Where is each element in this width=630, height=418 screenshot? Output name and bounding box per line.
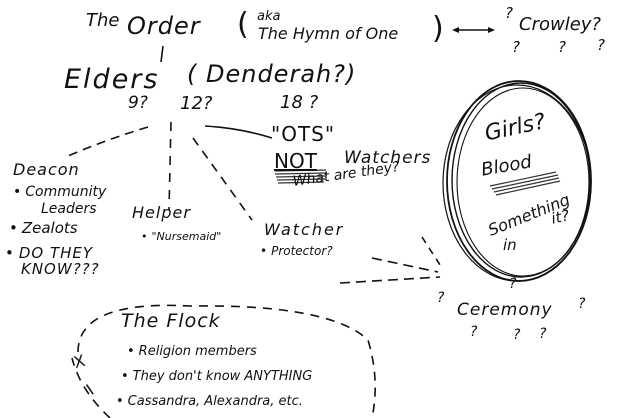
order-elders-line <box>160 45 164 63</box>
elders-deacon-line <box>67 126 149 157</box>
elders-title: Elders <box>64 64 160 95</box>
deacon-item-leaders: Leaders <box>41 201 97 217</box>
ceremony-q-left: ? <box>437 290 445 306</box>
flock-item-religion: Religion members <box>127 345 257 358</box>
elders-count-12: 12? <box>180 93 213 114</box>
order-title: Order <box>127 12 201 40</box>
not-underline <box>274 169 327 184</box>
elders-ots-line <box>204 125 273 139</box>
aka-open-paren: ( <box>237 7 249 42</box>
ots-watchers: Watchers <box>344 148 432 168</box>
aka-close-paren: ) <box>432 11 444 46</box>
flock-item-names: Cassandra, Alexandra, etc. <box>116 395 303 408</box>
order-the-label: The <box>86 10 120 31</box>
watcher-title: Watcher <box>264 220 345 239</box>
circle-outline <box>442 80 592 282</box>
deacon-title: Deacon <box>13 160 80 179</box>
ceremony-q-top: ? <box>509 276 517 292</box>
ceremony-bottom-line <box>339 276 441 284</box>
crowley-q-1: ? <box>512 38 520 56</box>
crowley-q-top: ? <box>505 4 513 22</box>
circle-in: in <box>503 236 517 254</box>
crowley-label: Crowley? <box>519 14 601 35</box>
elders-helper-line <box>168 121 172 211</box>
deacon-item-zealots: Zealots <box>9 221 78 236</box>
elders-watcher-line <box>192 137 253 221</box>
aka-label: aka <box>257 9 281 24</box>
aka-name: The Hymn of One <box>258 24 399 43</box>
crowley-q-3: ? <box>597 36 605 54</box>
ots-label: "OTS" <box>271 122 336 146</box>
ots-not: NOT <box>274 149 317 173</box>
double-arrow-icon <box>452 27 495 33</box>
elders-alias: ( Denderah?) <box>187 60 357 88</box>
ceremony-q-bottom-3: ? <box>539 326 547 342</box>
elders-count-9: 9? <box>128 93 148 113</box>
helper-title: Helper <box>132 203 191 222</box>
ceremony-q-bottom-1: ? <box>470 324 478 340</box>
watcher-ceremony-line <box>371 257 439 273</box>
circle-it: it? <box>549 206 571 228</box>
ceremony-top-line <box>421 236 443 269</box>
flock-title: The Flock <box>121 310 221 332</box>
ceremony-q-right: ? <box>578 296 586 312</box>
deacon-item-know: KNOW??? <box>21 260 100 278</box>
flock-boundary <box>71 304 376 418</box>
watcher-item-protector: Protector? <box>260 245 333 257</box>
ceremony-title: Ceremony <box>457 300 553 320</box>
ceremony-q-bottom-2: ? <box>513 327 521 343</box>
deacon-item-do-they: DO THEY <box>5 246 93 261</box>
flock-item-dont-know: They don't know ANYTHING <box>121 370 313 383</box>
helper-item-nursemaid: "Nursemaid" <box>141 231 222 242</box>
elders-count-18: 18 ? <box>280 92 319 113</box>
blood-underline <box>489 171 561 196</box>
deacon-item-community: Community <box>13 185 106 199</box>
crowley-q-2: ? <box>558 38 566 56</box>
